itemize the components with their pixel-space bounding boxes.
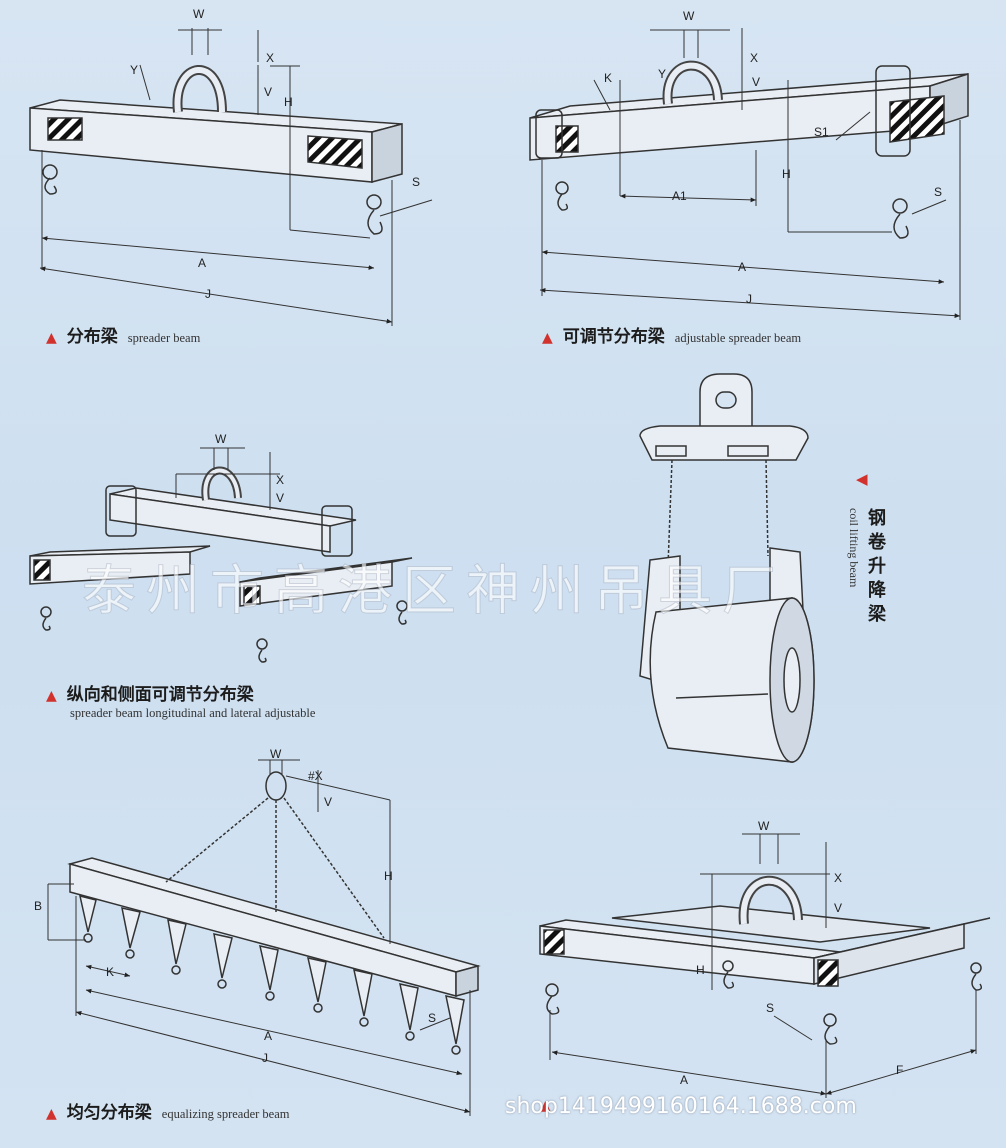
dim-label-x2: #X [308, 769, 323, 783]
dim-label-s1: S1 [814, 125, 829, 139]
dim-label-a1: A1 [672, 189, 687, 203]
dim-label-h: H [284, 95, 293, 109]
red-triangle-icon: ▲ [540, 1098, 551, 1114]
caption-zh: 可调节分布梁 [562, 327, 665, 347]
frame-dimension-labels: W X V H S A F [680, 819, 903, 1087]
watermark-company-name: 泰州市高港区神州吊具厂 [82, 559, 786, 623]
red-triangle-left-icon: ◀ [856, 470, 868, 488]
dim-label-v: V [752, 75, 760, 89]
caption-en: equalizing spreader beam [161, 1107, 290, 1121]
dim-label-v: V [264, 85, 272, 99]
dim-label-w: W [193, 7, 205, 21]
caption-longitudinal-en: spreader beam longitudinal and lateral a… [70, 706, 316, 720]
caption-coil-en: coil lifting beam [847, 508, 861, 588]
equalizing-beam-drawing [67, 771, 481, 1055]
dim-label-s: S [934, 185, 942, 199]
dim-label-w: W [215, 432, 227, 446]
caption-zh: 分布梁 [66, 327, 118, 347]
caption-spreader-beam: ▲ 分布梁 spreader beam [46, 322, 200, 347]
spreader-beam-drawing [29, 65, 403, 235]
caption-adjustable-spreader-beam: ▲ 可调节分布梁 adjustable spreader beam [542, 322, 801, 347]
dim-label-y: Y [658, 67, 666, 81]
frame-dimension-lines [549, 833, 977, 1098]
dim-label-w: W [758, 819, 770, 833]
spreader-dimension-lines [39, 28, 433, 326]
red-triangle-icon: ▲ [542, 330, 553, 346]
dim-label-j: J [205, 287, 211, 301]
equalizing-dimension-labels: W #X V H B K S A J [34, 747, 436, 1065]
dim-label-v: V [834, 901, 842, 915]
spreader-dimension-labels: W X Y V H A J S [130, 7, 420, 301]
dim-label-s: S [766, 1001, 774, 1015]
dim-label-h: H [384, 869, 393, 883]
caption-en: spreader beam [127, 331, 201, 345]
dim-label-x: X [276, 473, 284, 487]
frame-spreader-drawing [539, 875, 991, 1045]
dim-label-x: X [750, 51, 758, 65]
dim-label-y: Y [130, 63, 138, 77]
dim-label-j: J [262, 1051, 268, 1065]
dim-label-h: H [782, 167, 791, 181]
dim-label-a: A [198, 256, 206, 270]
red-triangle-icon: ▲ [46, 1106, 57, 1122]
caption-zh: 均匀分布梁 [66, 1103, 152, 1123]
longitudinal-beam-drawing [29, 466, 413, 663]
dim-label-x: X [266, 51, 274, 65]
red-triangle-icon: ▲ [46, 330, 57, 346]
dim-label-s: S [412, 175, 420, 189]
dim-label-j: J [746, 292, 752, 306]
adjustable-dimension-labels: W X K Y V S1 H A1 S A J [604, 9, 942, 306]
adjustable-beam-drawing [529, 60, 969, 239]
dim-label-w: W [683, 9, 695, 23]
adjustable-dimension-lines [539, 28, 961, 320]
caption-en: adjustable spreader beam [674, 331, 802, 345]
equalizing-dimension-lines [47, 759, 471, 1116]
caption-coil-zh: 钢卷升降梁 [865, 508, 886, 628]
red-triangle-icon: ▲ [46, 688, 57, 704]
caption-zh: 纵向和侧面可调节分布梁 [66, 685, 254, 705]
dim-label-b: B [34, 899, 42, 913]
dim-label-a: A [264, 1029, 272, 1043]
dim-label-k: K [604, 71, 612, 85]
coil-lifting-drawing [639, 373, 815, 763]
caption-frame-spreader: ▲ [540, 1098, 551, 1114]
longitudinal-dimension-lines [175, 447, 280, 510]
dim-label-x: X [834, 871, 842, 885]
dim-label-w: W [270, 747, 282, 761]
dim-label-v: V [276, 491, 284, 505]
dim-label-a: A [738, 260, 746, 274]
dim-label-a: A [680, 1073, 688, 1087]
dim-label-f: F [896, 1063, 903, 1077]
dim-label-k: K [106, 965, 114, 979]
dim-label-s: S [428, 1011, 436, 1025]
longitudinal-dimension-labels: W X V [215, 432, 284, 505]
shop-url-watermark: shop1419499160164.1688.com [505, 1094, 857, 1119]
caption-equalizing-spreader-beam: ▲ 均匀分布梁 equalizing spreader beam [46, 1098, 290, 1123]
dim-label-v: V [324, 795, 332, 809]
dim-label-h: H [696, 963, 705, 977]
caption-longitudinal-lateral: ▲ 纵向和侧面可调节分布梁 [46, 680, 254, 705]
